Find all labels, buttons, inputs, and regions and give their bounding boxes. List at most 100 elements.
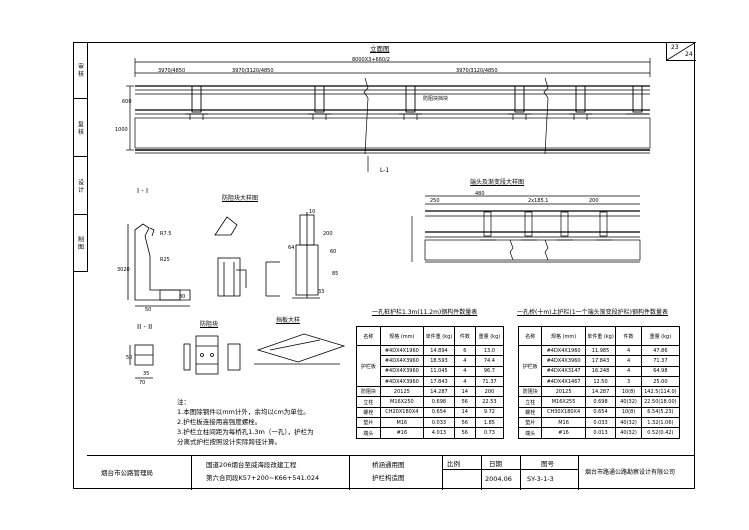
table1-cell: 56: [453, 396, 476, 408]
table2-cell: #4DX4X1467: [541, 375, 586, 388]
table1-cell: 0.698: [423, 396, 455, 408]
tb-designer: 烟台市路通公路勘察设计有限公司: [585, 469, 676, 476]
table1-cell: 0.033: [423, 417, 455, 429]
section-I-dim-3: 3020: [117, 267, 130, 273]
table1-cell: 74.4: [474, 355, 505, 367]
table2-cell: 4: [615, 344, 642, 357]
table1-header-cell: 件数: [453, 326, 476, 346]
table1-cell: 4.013: [423, 427, 455, 439]
table2-cell: 47.86: [640, 344, 681, 357]
elevation-section-mark: L-1: [380, 167, 390, 174]
section-I-dim-2: R25: [160, 257, 170, 263]
table1-cell: 1.85: [474, 417, 505, 429]
table1-cell: 9.72: [474, 406, 505, 419]
table1-cell: 13.0: [474, 344, 505, 357]
strip-review: 审 核: [73, 42, 87, 99]
table1-cell: 4: [453, 375, 476, 388]
page-number-box: 23 24: [666, 42, 696, 61]
table2-cell: 4: [615, 365, 642, 377]
note-line: 分离式护栏按照设计实际跨径计算。: [177, 438, 281, 446]
table1-cell: #4DX4X1960: [379, 344, 425, 357]
detail-dim-2: 200: [323, 231, 333, 237]
table1-cell: 11.045: [423, 365, 455, 377]
sheet-border: [73, 42, 695, 489]
table1-cell: 17.843: [423, 375, 455, 388]
tb-scale-cell: 比例: [443, 456, 481, 490]
section-II-title: II - II: [137, 323, 153, 331]
table2-cell: #4DX4X1960: [541, 344, 586, 357]
table2-cell: 3: [615, 375, 642, 388]
section-II-dim-3: 70: [139, 380, 146, 386]
table1-cell: #4DX4X3960: [379, 365, 425, 377]
section-I-dim-1: R7.5: [160, 231, 172, 237]
note-line: 1.本图除钢件以mm计外，余均以cm为单位。: [177, 408, 310, 416]
notes: 注： 1.本图除钢件以mm计外，余均以cm为单位。 2.护栏板连接用高强度螺栓。…: [177, 397, 314, 447]
table1-cell: 96.7: [474, 365, 505, 377]
table2-cell: 0.654: [584, 406, 617, 419]
elevation-dim-1: 3970/4850: [158, 68, 186, 74]
page-number-total: 24: [685, 51, 693, 58]
table2-cell: 22.50(18.00): [640, 396, 681, 408]
table2-cell: 16.248: [584, 365, 617, 377]
transition-title: 端头及渐变段大样图: [470, 179, 525, 186]
tb-project-1: 国道206烟台至威海段改建工程: [206, 461, 297, 469]
table1-cell: 14: [453, 406, 476, 419]
detail-dim-6: 33: [318, 289, 325, 295]
table2-title: 一孔桥(十m)上护栏(1一个端头渐变段护栏)钢构件数量表: [517, 309, 669, 316]
tb-date: 2004.06: [485, 475, 512, 483]
table2-cell: M16: [541, 417, 586, 429]
table2-cell: 10(8): [615, 406, 642, 419]
table2-cell: 护栏板: [517, 344, 543, 388]
table2-cell: #4DX4X3147: [541, 365, 586, 377]
table2-cell: 10(8): [615, 386, 642, 398]
table1-header-cell: 规格 (mm): [379, 326, 425, 346]
table2-cell: 40(32): [615, 396, 642, 408]
table1-header-cell: 单件重 (kg): [423, 326, 455, 346]
title-block: 烟台市公路管理局 国道206烟台至威海段改建工程 第六合同段K57+200~K6…: [87, 455, 695, 490]
table1-cell: #16: [379, 427, 425, 439]
table1-cell: 螺栓: [356, 406, 381, 419]
table2-cell: 14.287: [584, 386, 617, 398]
table2-cell: 142.5(114.0): [640, 386, 681, 398]
table2-cell: 17.843: [584, 355, 617, 367]
table1-cell: M16X250: [379, 396, 425, 408]
note-line: 2.护栏板连接用高强度螺栓。: [177, 418, 262, 426]
table1-header-cell: 重量 (kg): [474, 326, 505, 346]
strip-draw: 制 图: [73, 215, 87, 272]
table2-header-cell: 单件重 (kg): [584, 326, 617, 346]
elevation-leader-label: 防阻块挡块: [423, 96, 449, 102]
transition-dim-2: 250: [430, 198, 440, 204]
table1-header-cell: 名称: [356, 326, 381, 346]
table2-cell: 40(32): [615, 417, 642, 429]
elevation-height-2: 1000: [115, 127, 128, 133]
table1-cell: #4DX4X3960: [379, 355, 425, 367]
section-I-dim-4: 50: [145, 307, 152, 313]
detail-dim-1: 10: [309, 209, 316, 215]
note-line: 3.护栏立柱间距为每桥孔1.3m（一孔），护栏为: [177, 428, 314, 436]
table1-cell: 防阻块: [356, 386, 381, 398]
table1-cell: 4: [453, 365, 476, 377]
page-number-divider: [667, 42, 696, 60]
table2-cell: 25.00: [640, 375, 681, 388]
tb-owner: 烟台市公路管理局: [101, 469, 153, 477]
elevation-dim-2: 3970/3120/4850: [232, 68, 274, 74]
table2-header-cell: 重量 (kg): [640, 326, 681, 346]
table1-cell: 20125: [379, 386, 425, 398]
table2-cell: 12.50: [584, 375, 617, 388]
table2-cell: 0.698: [584, 396, 617, 408]
transition-dim-3: 2x185.1: [528, 198, 549, 204]
table2-cell: #4DX4X3960: [541, 355, 586, 367]
strip-check: 复 核: [73, 99, 87, 157]
tb-owner-cell: 烟台市公路管理局: [87, 456, 192, 490]
table2-cell: 0.52(0.42): [640, 427, 681, 439]
table1-cell: 0.654: [423, 406, 455, 419]
